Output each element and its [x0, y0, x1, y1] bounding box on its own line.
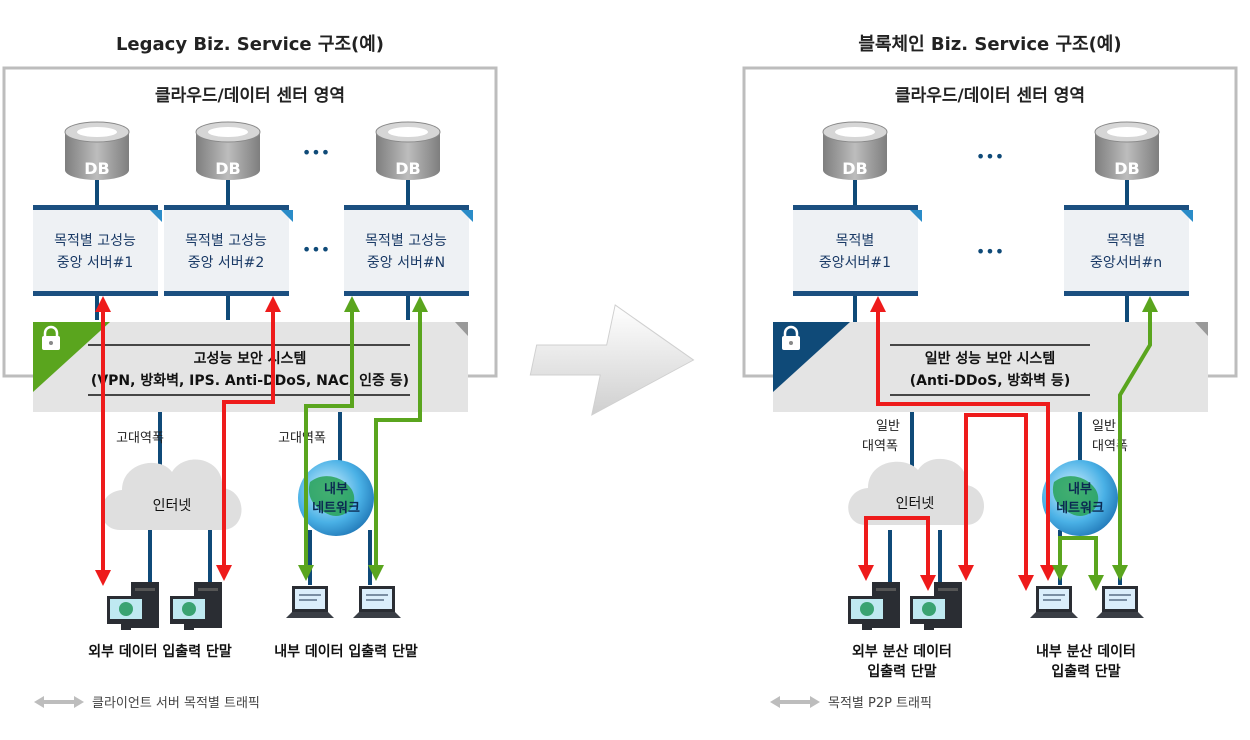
- svg-text:목적별: 목적별: [1107, 233, 1146, 249]
- right-terminal-external-label-2: 입출력 단말: [867, 663, 936, 680]
- left-internal-laptop-1: [286, 586, 334, 618]
- left-db-ellipsis: •••: [302, 143, 330, 162]
- svg-text:중앙서버#1: 중앙서버#1: [819, 255, 891, 271]
- svg-text:내부: 내부: [1068, 481, 1092, 497]
- left-bandwidth-2: 고대역폭: [278, 431, 326, 446]
- right-bandwidth-2b: 대역폭: [1092, 439, 1128, 454]
- svg-text:중앙 서버#1: 중앙 서버#1: [57, 255, 134, 271]
- left-links: [95, 180, 410, 585]
- right-external-pc-1: [848, 582, 900, 630]
- internet-cloud-icon: 인터넷: [101, 459, 242, 530]
- svg-text:네트워크: 네트워크: [1056, 500, 1104, 516]
- internet-cloud-icon: 인터넷: [848, 458, 984, 525]
- right-terminal-internal-label-2: 입출력 단말: [1051, 663, 1120, 680]
- left-db-1: DB: [64, 121, 130, 181]
- left-legend: 클라이언트 서버 목적별 트래픽: [34, 696, 260, 711]
- svg-text:목적별 고성능: 목적별 고성능: [54, 233, 136, 249]
- double-arrow-icon: [34, 696, 84, 708]
- right-title: 블록체인 Biz. Service 구조(예): [858, 34, 1121, 55]
- left-zone-label: 클라우드/데이터 센터 영역: [155, 86, 345, 106]
- svg-text:내부: 내부: [324, 481, 348, 497]
- svg-text:(VPN, 방화벽, IPS. Anti-DDoS, NAC: (VPN, 방화벽, IPS. Anti-DDoS, NAC, 인증 등): [91, 372, 409, 389]
- svg-text:인터넷: 인터넷: [153, 498, 192, 514]
- right-terminal-external-label-1: 외부 분산 데이터: [852, 643, 952, 660]
- svg-text:DB: DB: [84, 159, 109, 178]
- right-arrowheads: [858, 296, 1158, 591]
- svg-text:인터넷: 인터넷: [896, 496, 935, 512]
- left-external-pc-2: [170, 582, 222, 630]
- left-terminal-external-label: 외부 데이터 입출력 단말: [88, 643, 232, 660]
- right-external-pc-2: [910, 582, 962, 630]
- left-server-ellipsis: •••: [302, 240, 330, 259]
- left-diagram: Legacy Biz. Service 구조(예) 클라우드/데이터 센터 영역…: [2, 34, 498, 711]
- internal-network-globe-icon: 내부 네트워크: [298, 460, 374, 536]
- left-title: Legacy Biz. Service 구조(예): [116, 34, 384, 55]
- svg-text:고성능 보안 시스템: 고성능 보안 시스템: [194, 350, 307, 367]
- right-bandwidth-1b: 대역폭: [862, 439, 898, 454]
- svg-text:목적별 고성능: 목적별 고성능: [185, 233, 267, 249]
- right-zone-label: 클라우드/데이터 센터 영역: [895, 86, 1085, 106]
- svg-text:목적별 P2P 트래픽: 목적별 P2P 트래픽: [828, 696, 932, 711]
- svg-text:중앙 서버#N: 중앙 서버#N: [367, 255, 445, 271]
- svg-text:목적별: 목적별: [836, 233, 875, 249]
- left-security-system: 고성능 보안 시스템 (VPN, 방화벽, IPS. Anti-DDoS, NA…: [33, 322, 468, 412]
- transition-arrow-icon: [529, 304, 695, 416]
- svg-text:(Anti-DDoS, 방화벽 등): (Anti-DDoS, 방화벽 등): [910, 372, 1070, 389]
- left-db-2: DB: [195, 121, 261, 181]
- right-traffic-arrows: [864, 312, 1152, 575]
- left-arrowheads: [95, 296, 428, 586]
- right-diagram: 블록체인 Biz. Service 구조(예) 클라우드/데이터 센터 영역 D…: [742, 34, 1238, 711]
- left-traffic-arrows: [101, 310, 422, 570]
- right-internal-laptop-1: [1030, 586, 1078, 618]
- left-db-n: DB: [375, 121, 441, 181]
- double-arrow-icon: [770, 696, 820, 708]
- right-terminal-internal-label-1: 내부 분산 데이터: [1036, 643, 1136, 660]
- svg-text:일반 성능 보안 시스템: 일반 성능 보안 시스템: [925, 350, 1056, 367]
- left-server-n: 목적별 고성능 중앙 서버#N: [344, 205, 473, 296]
- right-db-ellipsis: •••: [976, 147, 1004, 166]
- left-server-1: 목적별 고성능 중앙 서버#1: [33, 205, 162, 296]
- right-bandwidth-2a: 일반: [1092, 419, 1116, 434]
- svg-text:중앙서버#n: 중앙서버#n: [1090, 255, 1162, 271]
- right-db-n: DB: [1094, 121, 1160, 181]
- svg-text:클라이언트 서버 목적별 트래픽: 클라이언트 서버 목적별 트래픽: [92, 696, 260, 711]
- right-bandwidth-1a: 일반: [876, 419, 900, 434]
- internal-network-globe-icon: 내부 네트워크: [1042, 460, 1118, 536]
- svg-text:네트워크: 네트워크: [312, 500, 360, 516]
- right-server-1: 목적별 중앙서버#1: [793, 205, 922, 296]
- left-terminal-internal-label: 내부 데이터 입출력 단말: [274, 643, 418, 660]
- svg-text:DB: DB: [842, 159, 867, 178]
- left-internal-laptop-2: [353, 586, 401, 618]
- left-external-pc-1: [107, 582, 159, 630]
- svg-text:목적별 고성능: 목적별 고성능: [365, 233, 447, 249]
- right-security-system: 일반 성능 보안 시스템 (Anti-DDoS, 방화벽 등): [773, 322, 1208, 412]
- right-internal-laptop-2: [1096, 586, 1144, 618]
- svg-text:DB: DB: [215, 159, 240, 178]
- left-bandwidth-1: 고대역폭: [116, 431, 164, 446]
- right-server-ellipsis: •••: [976, 242, 1004, 261]
- left-server-2: 목적별 고성능 중앙 서버#2: [164, 205, 293, 296]
- right-server-n: 목적별 중앙서버#n: [1064, 205, 1193, 296]
- svg-text:DB: DB: [395, 159, 420, 178]
- svg-text:중앙 서버#2: 중앙 서버#2: [188, 255, 265, 271]
- svg-text:DB: DB: [1114, 159, 1139, 178]
- right-db-1: DB: [822, 121, 888, 181]
- right-legend: 목적별 P2P 트래픽: [770, 696, 932, 711]
